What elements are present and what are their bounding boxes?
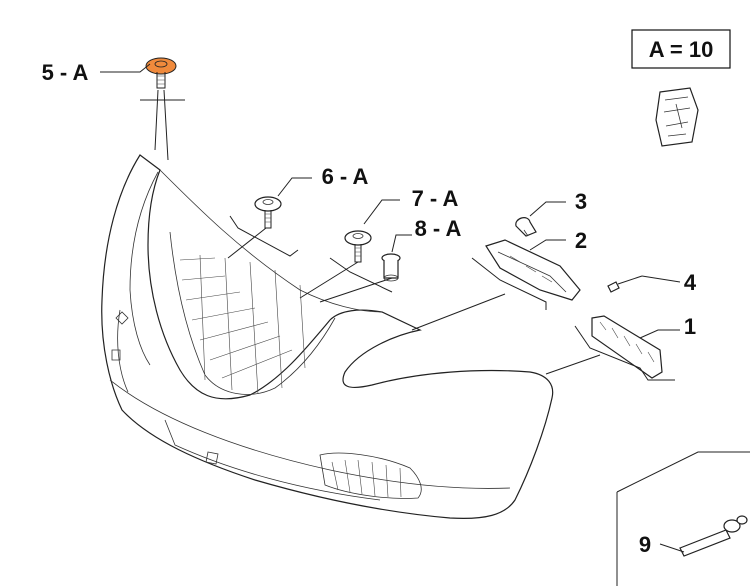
part-2-plate[interactable]: [485, 239, 581, 301]
callout-7: 7 - A: [412, 186, 459, 211]
part-5-screw[interactable]: [145, 57, 177, 89]
detail-frame-top: [616, 451, 750, 493]
part-5-head-highlight: [145, 57, 177, 75]
callout-4: 4: [684, 270, 697, 295]
legend-text: A = 10: [649, 37, 714, 62]
bracket-part[interactable]: [655, 87, 699, 147]
part-7-screw[interactable]: [344, 230, 372, 263]
part-4-screw[interactable]: [607, 275, 643, 293]
callout-9: 9: [639, 532, 651, 557]
callout-8: 8 - A: [415, 216, 462, 241]
part-8-nut[interactable]: [381, 253, 401, 282]
bumper-cover[interactable]: [101, 154, 554, 520]
callout-3: 3: [575, 189, 587, 214]
legend-frame: [631, 29, 731, 69]
callout-6: 6 - A: [322, 164, 369, 189]
legend: A = 10: [631, 29, 731, 69]
part-3-clip[interactable]: [515, 217, 537, 237]
callout-2: 2: [575, 228, 587, 253]
callout-5: 5 - A: [42, 60, 89, 85]
part-9-rivet[interactable]: [679, 515, 748, 557]
part-1-lamp[interactable]: [591, 315, 663, 379]
callout-1: 1: [684, 314, 696, 339]
part-6-screw[interactable]: [254, 196, 282, 229]
leader-lines: [100, 63, 685, 553]
